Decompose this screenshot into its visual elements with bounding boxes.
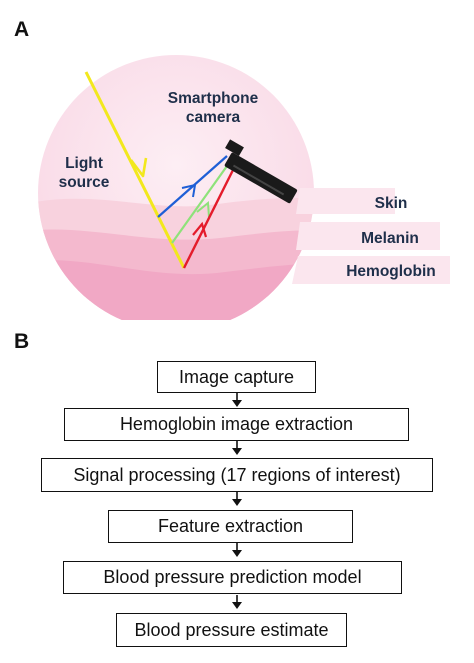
hemoglobin-label: Hemoglobin <box>346 263 436 280</box>
camera-label-line2: camera <box>186 109 241 126</box>
flow-step-feature-extraction: Feature extraction <box>108 510 353 543</box>
incident-light-ray <box>84 71 186 269</box>
flow-arrow-3 <box>232 492 242 506</box>
melanin-label: Melanin <box>361 230 419 247</box>
flow-step-prediction-model: Blood pressure prediction model <box>63 561 402 594</box>
skin-band <box>296 188 395 214</box>
flow-arrow-4 <box>232 543 242 557</box>
melanin-band <box>296 222 440 250</box>
camera-label-line1: Smartphone <box>168 90 259 107</box>
flow-step-bp-estimate: Blood pressure estimate <box>116 613 347 647</box>
red-ray-arrowhead <box>192 221 208 238</box>
flow-arrow-1 <box>232 393 242 407</box>
panel-b-letter: B <box>14 330 30 353</box>
skin-light-diagram: Smartphone camera Light source Skin Mela… <box>38 55 450 320</box>
skin-label: Skin <box>375 195 408 212</box>
flow-arrow-2 <box>232 441 242 455</box>
green-ray-arrowhead <box>196 201 210 218</box>
light-source-label-line1: Light <box>65 155 103 172</box>
red-reflected-ray <box>182 161 239 269</box>
flow-step-signal-processing: Signal processing (17 regions of interes… <box>41 458 433 492</box>
light-source-label-line2: source <box>59 174 110 191</box>
flow-step-image-capture: Image capture <box>157 361 316 393</box>
blue-ray-arrowhead <box>181 183 197 198</box>
incident-light-arrowhead <box>129 157 148 178</box>
flow-step-hemoglobin-extraction: Hemoglobin image extraction <box>64 408 409 441</box>
hemoglobin-band <box>292 256 450 284</box>
green-reflected-ray <box>171 158 233 244</box>
flow-arrow-5 <box>232 595 242 609</box>
panel-a-letter: A <box>14 18 30 41</box>
smartphone-camera-icon <box>224 139 298 204</box>
